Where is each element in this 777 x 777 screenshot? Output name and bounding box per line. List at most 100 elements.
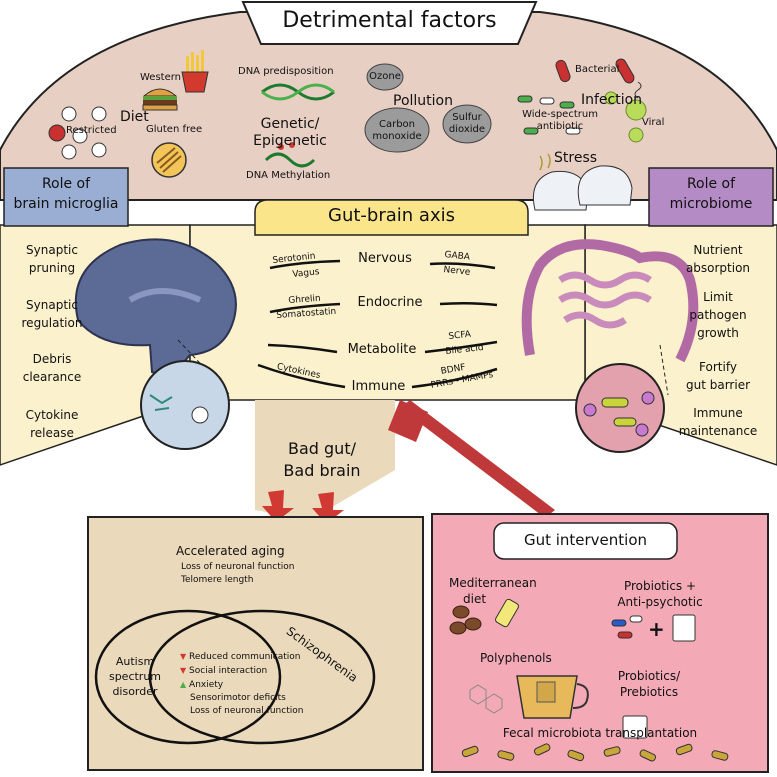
autism-line1: Autism — [115, 655, 155, 668]
microbiome-title-line1: Role of — [686, 176, 736, 192]
antibiotic-line2: antibiotic — [536, 121, 584, 132]
autism-label: Autism spectrum disorder — [100, 654, 170, 699]
fecal-bacteria-icon — [461, 743, 729, 762]
beans-icon — [449, 605, 482, 635]
bacteria-icon — [555, 58, 642, 99]
pathway-immune: Immune — [351, 379, 406, 394]
intervention-title-box — [493, 522, 678, 560]
fecal-label: Fecal microbiota transplantation — [502, 726, 698, 740]
axis-title: Gut-brain axis — [328, 205, 455, 226]
bad-gut-box — [87, 516, 424, 771]
microglia-role-2-line1: Synaptic — [26, 298, 78, 312]
sulfur-line2: dioxide — [448, 124, 486, 135]
pollution-label: Pollution — [393, 93, 453, 109]
carbon-monoxide-label: Carbon monoxide — [367, 119, 427, 143]
bacterial-label: Bacterial — [575, 64, 620, 75]
up-arrow-icon: ▲ — [180, 680, 187, 689]
pathway-endocrine: Endocrine — [357, 295, 423, 310]
down-arrow-icon: ▼ — [180, 666, 187, 675]
microbiome-role-3-line2: gut barrier — [685, 378, 751, 392]
microbiome-role-1-line1: Nutrient — [693, 243, 743, 257]
viral-label: Viral — [642, 117, 665, 128]
microglia-title: Role of brain microglia — [4, 174, 128, 214]
detrimental-dome — [0, 11, 777, 201]
pills-icon: + — [611, 614, 696, 642]
burger-icon — [142, 88, 178, 111]
infection-label: Infection — [581, 92, 643, 108]
diet-gluten-free-label: Gluten free — [146, 124, 203, 135]
carbon-line1: Carbon — [378, 119, 416, 130]
microglia-zoom-icon — [140, 339, 231, 450]
overlap-item-3: ▲ Anxiety — [180, 678, 303, 692]
microglia-role-1: Synaptic pruning — [4, 241, 100, 277]
genetic-label-line1: Genetic/ — [260, 116, 320, 132]
overlap-item-2-text: Social interaction — [189, 666, 268, 676]
overlap-item-4-text: Sensorimotor deficits — [190, 693, 286, 703]
microbiome-role-3-line1: Fortify — [699, 360, 737, 374]
microglia-role-4-line2: release — [30, 426, 74, 440]
microbiome-title: Role of microbiome — [649, 174, 773, 214]
probiotics-psy-line1: Probiotics + — [623, 579, 697, 593]
venn-asd — [94, 609, 282, 745]
microbiome-title-box — [648, 167, 774, 227]
microglia-role-4-line1: Cytokine — [25, 408, 79, 422]
aging-title: Accelerated aging — [176, 544, 285, 558]
microbiome-role-2-line2: pathogen — [689, 308, 747, 322]
microbiome-title-line2: microbiome — [669, 196, 753, 212]
overlap-item-2: ▼ Social interaction — [180, 664, 303, 678]
microbiome-role-1-line2: absorption — [685, 261, 751, 275]
ozone-label: Ozone — [369, 71, 401, 82]
oil-bottle-icon — [495, 598, 519, 628]
mediterranean-line1: Mediterranean — [449, 576, 537, 590]
microglia-role-3-line2: clearance — [22, 370, 82, 384]
carbon-line2: monoxide — [372, 131, 422, 142]
carbon-monoxide-cloud-icon — [364, 107, 430, 153]
dna-methylation-label: DNA Methylation — [246, 170, 331, 181]
svg-text:+: + — [648, 617, 665, 641]
inhibit-bar — [388, 400, 555, 518]
probiotics-psy-line2: Anti-psychotic — [617, 595, 703, 609]
mediterranean-label: Mediterranean diet — [449, 575, 537, 607]
virus-icon — [604, 91, 647, 143]
microbiome-role-4-line1: Immune — [693, 406, 743, 420]
sulfur-dioxide-cloud-icon — [442, 104, 492, 144]
pathway-metabolite: Metabolite — [347, 342, 417, 357]
bad-gut-funnel — [255, 400, 395, 520]
header-tab — [241, 1, 538, 45]
bad-gut-line2: Bad brain — [283, 461, 361, 480]
microglia-role-3-line1: Debris — [32, 352, 72, 366]
aging-item-2: Telomere length — [181, 575, 254, 585]
overlap-item-1-text: Reduced communication — [189, 652, 301, 662]
autism-line2: spectrum — [108, 670, 162, 683]
microglia-role-3: Debris clearance — [4, 350, 100, 386]
diet-western-label: Western — [140, 72, 182, 83]
microglia-title-line2: brain microglia — [13, 196, 119, 212]
pathway-nervous: Nervous — [358, 251, 412, 266]
gluten-free-icon — [151, 142, 187, 178]
intervention-title: Gut intervention — [523, 531, 648, 549]
diet-restricted-label: Restricted — [66, 125, 117, 136]
microbiome-zoom-icon — [575, 344, 669, 453]
intestine-icon — [521, 239, 699, 363]
microglia-title-line1: Role of — [41, 176, 91, 192]
microglia-role-1-line2: pruning — [28, 261, 76, 275]
microbiome-role-4-line2: maintenance — [678, 424, 758, 438]
overlap-item-3-text: Anxiety — [189, 680, 224, 690]
stressed-heads-icon — [532, 153, 633, 211]
probiotics-psy-label: Probiotics + Anti-psychotic — [600, 578, 720, 610]
sulfur-dioxide-label: Sulfur dioxide — [444, 112, 490, 136]
genetic-label-line2: Epigenetic — [253, 133, 327, 149]
autism-line3: disorder — [112, 685, 158, 698]
antibiotic-line1: Wide-spectrum — [522, 109, 598, 120]
ozone-cloud-icon — [366, 63, 404, 91]
prebiotics-label: Probiotics/ Prebiotics — [604, 668, 694, 700]
bad-gut-label: Bad gut/ Bad brain — [262, 438, 382, 482]
bad-gut-line1: Bad gut/ — [288, 439, 356, 458]
axis-lines — [257, 259, 498, 389]
polyphenol-molecule-icon — [469, 684, 503, 714]
microbiome-role-3: Fortify gut barrier — [668, 358, 768, 394]
antibiotic-label: Wide-spectrum antibiotic — [510, 109, 610, 133]
prebiotics-line2: Prebiotics — [619, 685, 679, 699]
methylation-icon — [264, 142, 316, 168]
